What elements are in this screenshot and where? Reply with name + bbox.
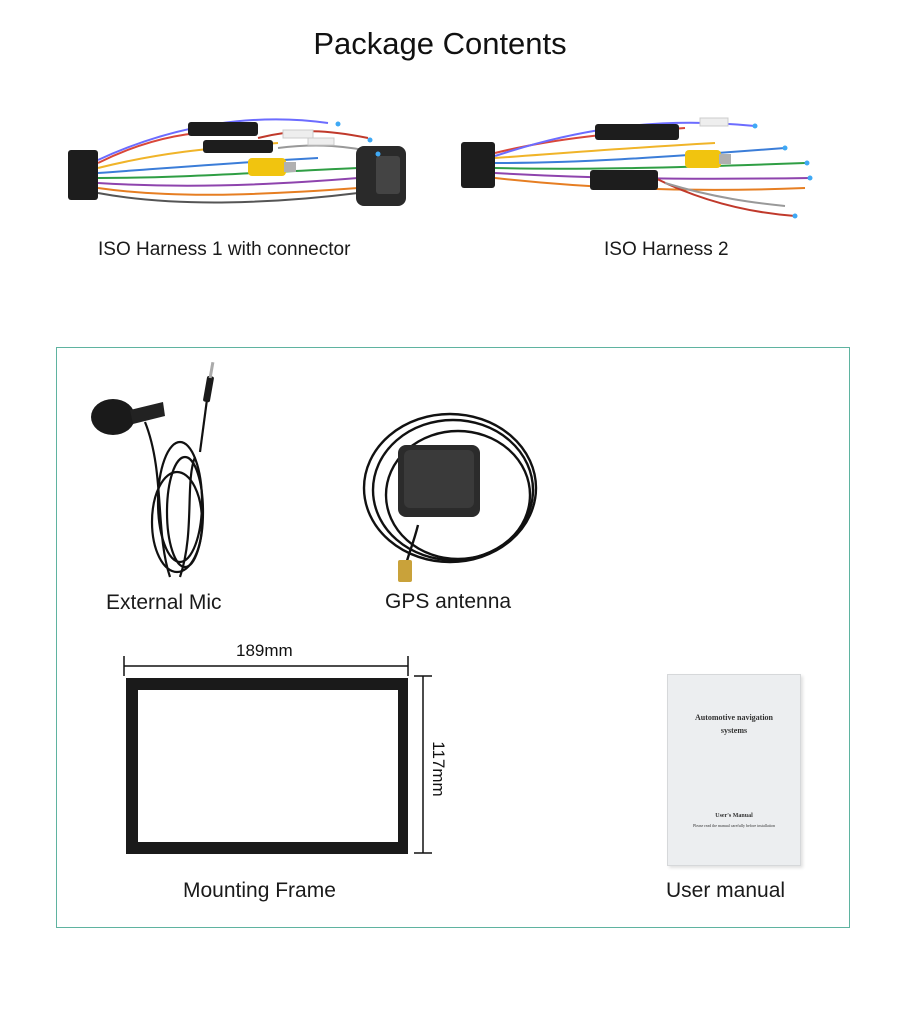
user-manual-image: Automotive navigation systems User's Man… [667,674,801,866]
iso-harness-2-image [455,108,830,223]
external-mic-image [85,362,235,592]
iso-harness-2-label: ISO Harness 2 [604,239,729,260]
iso-harness-1-label: ISO Harness 1 with connector [98,239,351,260]
accessories-box [56,347,850,928]
frame-width-label: 189mm [236,641,293,660]
iso-harness-1-image [58,108,418,218]
manual-cover-title: Automotive navigation systems [695,713,773,735]
gps-antenna-image [358,410,548,590]
manual-cover-note: Please read the manual carefully before … [693,823,775,828]
external-mic-label: External Mic [106,591,222,614]
manual-cover-subtitle: User's Manual [715,813,753,819]
mounting-frame-label: Mounting Frame [183,879,336,902]
user-manual-label: User manual [666,879,786,902]
mounting-frame-drawing [118,648,448,868]
gps-antenna-label: GPS antenna [385,590,512,613]
page-title: Package Contents [313,26,567,61]
frame-height-label: 117mm [429,741,448,797]
